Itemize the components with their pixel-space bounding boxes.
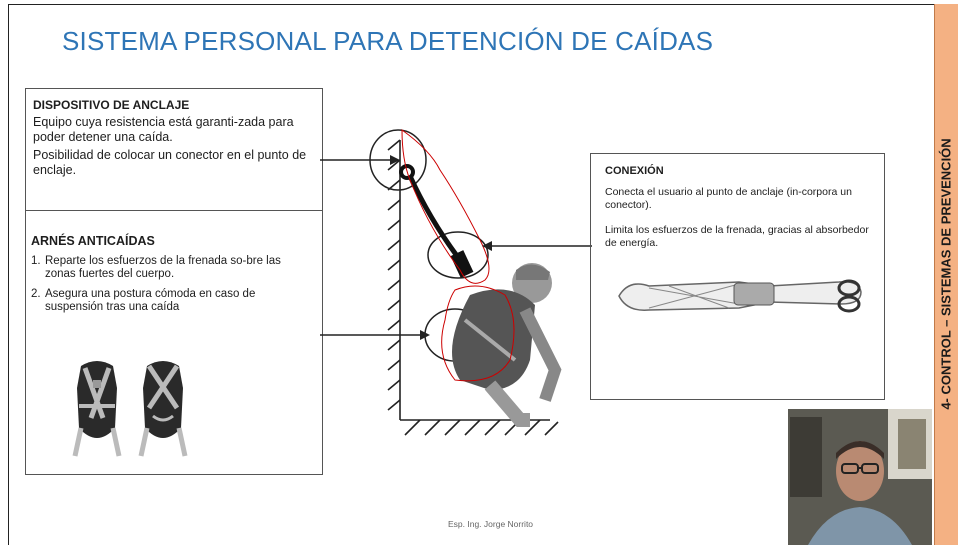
anclaje-heading: DISPOSITIVO DE ANCLAJE [33,98,190,112]
webcam-scene [788,409,932,545]
arnes-item-2-text: Asegura una postura cómoda en caso de su… [45,288,256,313]
conexion-text-1: Conecta el usuario al punto de anclaje (… [605,186,852,211]
slide-frame [8,4,934,545]
footer-author: Esp. Ing. Jorge Norrito [448,519,534,529]
panel-border-top [25,88,323,89]
worker-illustration [369,129,562,436]
webcam-presenter [788,409,932,545]
side-label: 4- CONTROL – SISTEMAS DE PREVENCIÓN [938,138,954,410]
lanyard-icon [618,279,862,313]
arnes-heading: ARNÉS ANTICAÍDAS [31,234,155,248]
harness-back-icon [138,361,188,457]
arnes-item-1: 1. Reparte los esfuerzos de la frenada so… [31,255,311,281]
conexion-panel: CONEXIÓN Conecta el usuario al punto de … [590,153,885,400]
slide-title: SISTEMA PERSONAL PARA DETENCIÓN DE CAÍDA… [62,26,714,56]
arnes-item-1-number: 1. [31,255,41,267]
panel-border-left [25,88,26,475]
panel-divider [25,210,323,211]
arrow-arnes [320,330,430,340]
side-band [934,4,958,545]
left-panel: DISPOSITIVO DE ANCLAJE Equipo cuya resis… [25,88,323,475]
arnes-item-1-text: Reparte los esfuerzos de la frenada so-b… [45,255,281,280]
arnes-item-2: 2. Asegura una postura cómoda en caso de … [31,288,311,314]
harness-front-icon [72,361,122,457]
arrow-anclaje [320,155,400,165]
arnes-item-2-number: 2. [31,288,41,300]
conexion-heading: CONEXIÓN [605,165,664,177]
conexion-text-2: Limita los esfuerzos de la frenada, grac… [605,224,869,249]
anclaje-text-2: Posibilidad de colocar un conector en el… [33,148,307,177]
anclaje-text-1: Equipo cuya resistencia está garanti-zad… [33,115,294,144]
arrow-conexion [482,241,592,251]
